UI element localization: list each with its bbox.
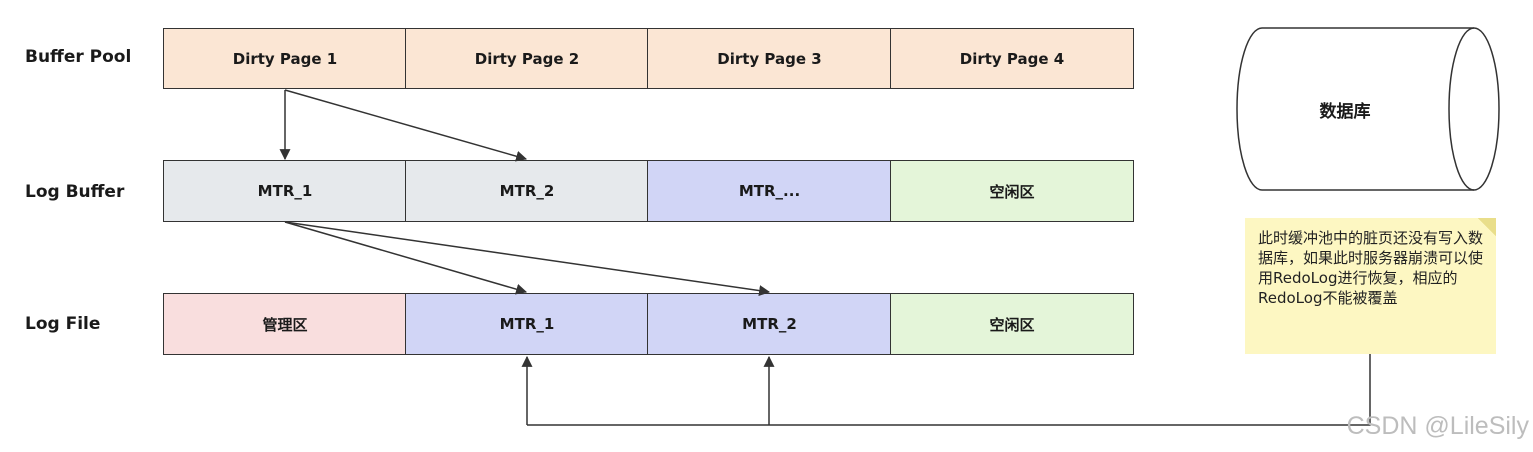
log-buffer-label: Log Buffer [25,182,125,202]
log-file-cell-1: 管理区 [163,293,407,355]
log-buffer-cell-3: MTR_... [647,160,892,222]
note-connector [527,354,1371,426]
log-buffer-cell-2: MTR_2 [405,160,649,222]
note-callout: 此时缓冲池中的脏页还没有写入数据库，如果此时服务器崩溃可以使用RedoLog进行… [1245,218,1496,354]
buffer-pool-cell-4: Dirty Page 4 [890,28,1134,89]
log-file-cell-2: MTR_1 [405,293,649,355]
buffer-pool-cell-3: Dirty Page 3 [647,28,892,89]
log-buffer-cell-1: MTR_1 [163,160,407,222]
database-cylinder [1236,27,1500,191]
log-buffer-cell-4: 空闲区 [890,160,1134,222]
arrow-dirty-page-1-to-mtr-2 [284,89,528,162]
note-text: 此时缓冲池中的脏页还没有写入数据库，如果此时服务器崩溃可以使用RedoLog进行… [1258,229,1484,307]
log-file-cell-4: 空闲区 [890,293,1134,355]
arrow-log-buffer-mtr-1-to-log-file-mtr-1 [284,221,528,295]
watermark: CSDN @LileSily [1346,412,1529,440]
database-label: 数据库 [1319,102,1371,122]
buffer-pool-label: Buffer Pool [25,47,132,67]
buffer-pool-cell-2: Dirty Page 2 [405,28,649,89]
buffer-pool-cell-1: Dirty Page 1 [163,28,407,89]
log-file-label: Log File [25,314,101,334]
arrow-log-buffer-mtr-1-to-log-file-mtr-2 [284,221,771,297]
